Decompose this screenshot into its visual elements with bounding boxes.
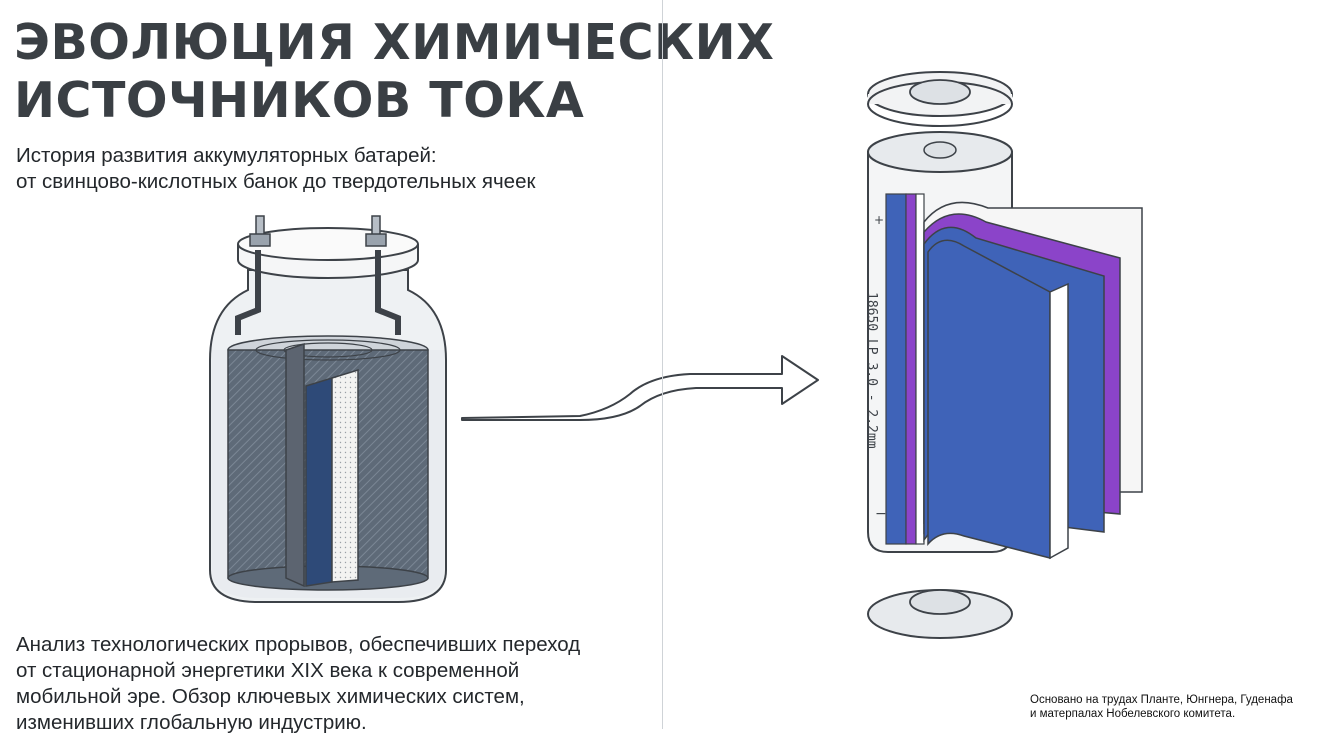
subtitle-line-1: История развития аккумуляторных батарей: (16, 144, 437, 167)
description-line-4: изменивших глобальную индустрию. (16, 711, 367, 734)
minus-sign: − (875, 506, 887, 522)
subtitle-line-2: от свинцово-кислотных банок до твердотел… (16, 170, 536, 193)
cell-model-label: 18650 LP 3.0 - 2.2mm (864, 292, 879, 449)
description-line-1: Анализ технологических прорывов, обеспеч… (16, 633, 581, 656)
description-text: Анализ технологических прорывов, обеспеч… (16, 632, 580, 736)
title-line-2: ИСТОЧНИКОВ ТОКА (14, 72, 585, 129)
column-divider (662, 0, 663, 729)
plus-sign: + (874, 213, 884, 227)
source-credit: Основано на трудах Планте, Юнгнера, Гуде… (1030, 693, 1293, 721)
page-title: ЭВОЛЮЦИЯ ХИМИЧЕСКИХ ИСТОЧНИКОВ ТОКА (14, 14, 774, 130)
description-line-2: от стационарной энергетики XIX века к со… (16, 659, 520, 682)
lead-acid-jar-illustration (209, 215, 447, 603)
title-line-1: ЭВОЛЮЦИЯ ХИМИЧЕСКИХ (14, 14, 775, 71)
cylindrical-cell-cutaway-illustration: + − 18650 LP 3.0 - 2.2mm (864, 71, 1143, 639)
credit-line-1: Основано на трудах Планте, Юнгнера, Гуде… (1030, 694, 1293, 706)
description-line-3: мобильной эре. Обзор ключевых химических… (16, 685, 525, 708)
subtitle: История развития аккумуляторных батарей:… (16, 143, 535, 195)
transition-arrow-icon (461, 355, 819, 421)
credit-line-2: и матерпалах Нобелевского комитета. (1030, 708, 1236, 720)
